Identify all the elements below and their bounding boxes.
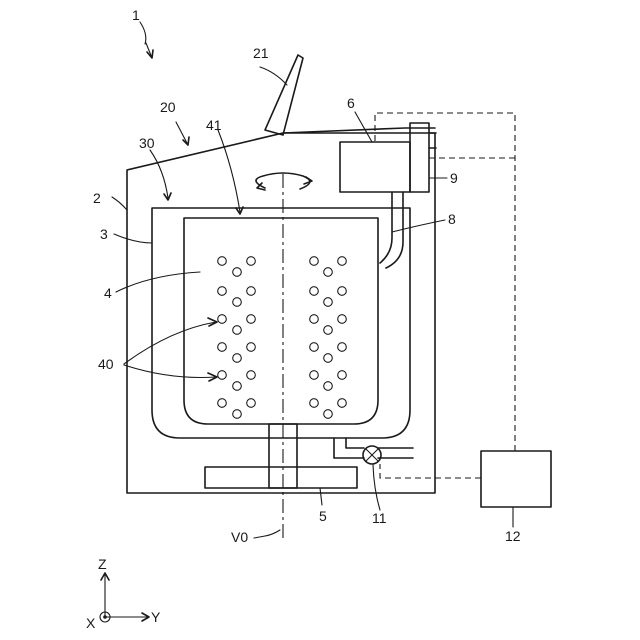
drum-hole (233, 268, 242, 277)
leader-40b (124, 365, 216, 378)
leader-41 (218, 130, 240, 212)
drum-hole (247, 343, 256, 352)
outer-tub (152, 208, 410, 438)
controller (481, 451, 551, 507)
drum-hole (324, 382, 333, 391)
drum-hole (338, 399, 347, 408)
drum-hole (338, 371, 347, 380)
drum-hole (218, 257, 227, 266)
rotation-arrowhead-2 (304, 177, 312, 184)
lid (265, 55, 303, 135)
label-11: 11 (372, 510, 387, 526)
label-40: 40 (98, 356, 114, 372)
label-8: 8 (448, 211, 456, 227)
drain-pipe (334, 438, 413, 458)
leader-6 (355, 112, 372, 142)
drum-hole (310, 287, 319, 296)
label-5: 5 (319, 508, 327, 524)
leader-40a (124, 322, 216, 364)
x-axis-dot (103, 615, 107, 619)
drum-hole (310, 257, 319, 266)
leader-1 (140, 22, 152, 58)
motor (205, 467, 357, 488)
label-41: 41 (206, 117, 222, 133)
drum-hole (310, 315, 319, 324)
drum-hole (310, 399, 319, 408)
drum-hole (338, 287, 347, 296)
signal-line-controller-valve (380, 464, 481, 478)
housing (127, 133, 435, 493)
drum-hole (324, 354, 333, 363)
leader-21 (260, 67, 287, 85)
label-20: 20 (160, 99, 176, 115)
drum-hole (324, 298, 333, 307)
label-9: 9 (450, 170, 458, 186)
axis-y-label: Y (151, 609, 161, 625)
leader-3 (114, 234, 152, 243)
label-2: 2 (93, 190, 101, 206)
label-12: 12 (505, 528, 521, 544)
drum-hole (233, 326, 242, 335)
drum-hole (218, 399, 227, 408)
drum-hole (247, 399, 256, 408)
water-supply-unit (340, 142, 410, 192)
leader-5 (320, 488, 322, 505)
drum-hole (233, 298, 242, 307)
drum-hole (310, 343, 319, 352)
drum-hole (310, 371, 319, 380)
drum-hole (233, 410, 242, 419)
leader-4 (116, 272, 200, 292)
drum-hole (218, 287, 227, 296)
axis-x-label: X (86, 615, 96, 631)
drum-hole (338, 257, 347, 266)
drum-hole (247, 315, 256, 324)
drum-hole (247, 257, 256, 266)
arrowhead-40a (208, 318, 217, 326)
label-v0: V0 (231, 529, 248, 545)
drum-hole (338, 315, 347, 324)
leader-11 (373, 465, 380, 510)
drum-hole (233, 382, 242, 391)
leader-8 (392, 220, 445, 232)
leader-30 (150, 150, 168, 198)
drum-holes (218, 257, 347, 419)
axis-z-label: Z (98, 556, 107, 572)
drum-hole (324, 410, 333, 419)
leader-20 (176, 122, 188, 145)
leader-v0 (254, 530, 280, 538)
drum-hole (218, 371, 227, 380)
label-4: 4 (104, 285, 112, 301)
drum-hole (324, 268, 333, 277)
drum-hole (247, 287, 256, 296)
signal-line-controller-lid (375, 113, 515, 451)
drum-hole (218, 343, 227, 352)
label-1: 1 (132, 7, 140, 23)
drum-hole (247, 371, 256, 380)
label-6: 6 (347, 95, 355, 111)
label-30: 30 (139, 135, 155, 151)
drum-hole (338, 343, 347, 352)
drum-hole (218, 315, 227, 324)
label-3: 3 (100, 226, 108, 242)
drum-hole (324, 326, 333, 335)
leader-2 (112, 197, 127, 210)
label-21: 21 (253, 45, 269, 61)
drum-hole (233, 354, 242, 363)
